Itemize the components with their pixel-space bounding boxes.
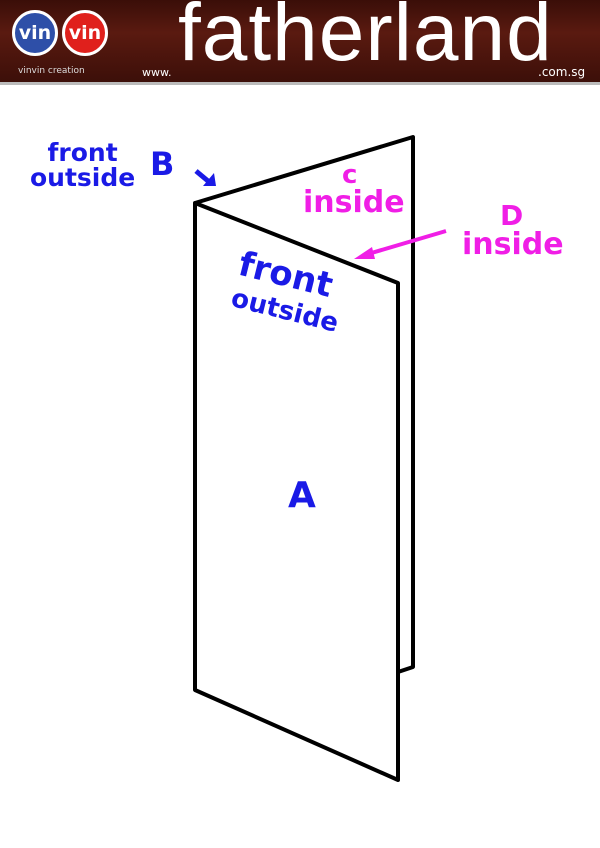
arrow-d-icon (354, 229, 447, 259)
front-panel-outline (193, 201, 400, 782)
domain-suffix: .com.sg (538, 65, 586, 79)
arrow-b-icon (194, 169, 216, 186)
label-d: D (500, 199, 524, 232)
www-prefix: www. (142, 66, 172, 79)
label-b-front-outside: front outside (30, 138, 136, 192)
label-c: c (342, 160, 358, 190)
site-title: fatherland (178, 0, 553, 78)
label-d-inside: inside (462, 227, 564, 262)
back-panel-outline (194, 135, 415, 674)
logo-caption: vinvin creation (18, 66, 85, 76)
vinvin-logo: vin vin (8, 10, 114, 56)
label-b: B (150, 145, 175, 183)
logo-circle-red: vin (62, 10, 108, 56)
label-c-inside: inside (303, 185, 405, 220)
label-a: A (288, 475, 316, 516)
header-banner: vin vin vinvin creation www. fatherland … (0, 0, 600, 85)
logo-circle-blue: vin (12, 10, 58, 56)
